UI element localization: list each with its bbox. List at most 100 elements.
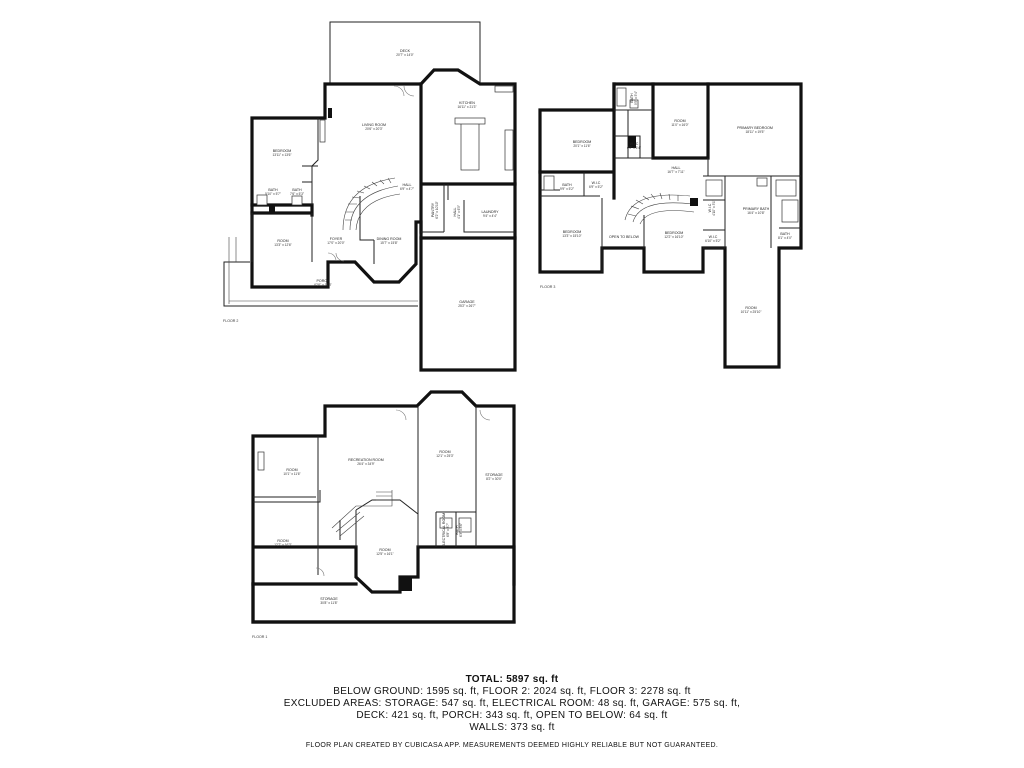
- floor-3-label: FLOOR 3: [540, 285, 555, 289]
- floor-1-plan: [251, 390, 516, 624]
- room-name: ROOM: [745, 306, 756, 310]
- room-dimensions: 4'10" x 3'1": [712, 200, 716, 216]
- floor-3-plan: [538, 82, 803, 369]
- porch-outline: [223, 261, 418, 307]
- room-name: ROOM: [286, 468, 297, 472]
- room-dimensions: 8'2" x 30'0": [486, 477, 502, 481]
- room-dimensions: 25'2" x 26'7": [458, 304, 475, 308]
- room-dimensions: 13'11" x 13'6": [272, 153, 291, 157]
- below-ground-area: BELOW GROUND: 1595 sq. ft, FLOOR 2: 2024…: [333, 686, 691, 697]
- room-dimensions: 20'6" x 20'3": [365, 127, 382, 131]
- room-dimensions: 12'7" x 16'3": [274, 543, 291, 547]
- room-dimensions: 20'1" x 11'6": [573, 144, 590, 148]
- room-label-wic-b: W.I.C6'9" x 5'2": [589, 181, 603, 189]
- room-name: ROOM: [379, 548, 390, 552]
- room-dimensions: 13'3" x 15'10": [562, 234, 581, 238]
- room-name: BATH: [455, 525, 459, 535]
- room-name: W.I.C: [630, 142, 639, 146]
- room-dimensions: 6'10" x 5'2": [705, 239, 721, 243]
- room-name: HALL: [403, 183, 412, 187]
- floor-1-label: FLOOR 1: [252, 635, 267, 639]
- room-dimensions: 6'2" x 10'10": [435, 201, 439, 218]
- room-name: FOYER: [330, 237, 343, 241]
- room-dimensions: 16'11" x 21'3": [457, 105, 476, 109]
- disclaimer-note: FLOOR PLAN CREATED BY CUBICASA APP. MEAS…: [305, 742, 719, 749]
- room-name: ROOM: [674, 119, 685, 123]
- room-name: BATH: [268, 188, 278, 192]
- room-dimensions: 10'11" x 25'10": [741, 310, 762, 314]
- walls-area: WALLS: 373 sq. ft: [469, 722, 555, 733]
- room-name: GARAGE: [459, 300, 475, 304]
- room-name: BATH: [562, 183, 572, 187]
- room-name: OPEN TO BELOW: [609, 235, 640, 239]
- room-name: BEDROOM: [273, 149, 292, 153]
- floor-2-label: FLOOR 2: [223, 319, 238, 323]
- room-dimensions: 17'0" x 20'0": [327, 241, 344, 245]
- room-name: ROOM: [439, 450, 450, 454]
- room-dimensions: 6'8" x 8'7": [446, 523, 450, 537]
- room-name: LAUNDRY: [481, 210, 499, 214]
- room-label-wic-a: W.I.C6'0" x 6'4": [627, 142, 641, 150]
- room-dimensions: 30'8" x 11'8": [320, 601, 337, 605]
- floor-2-outer-wall: [250, 68, 517, 372]
- room-dimensions: 6'0" x 6'4": [627, 146, 641, 150]
- room-dimensions: 16'4" x 10'8": [747, 211, 764, 215]
- room-dimensions: 12'2" x 16'10": [664, 235, 683, 239]
- room-name: HALL: [453, 208, 457, 217]
- room-name: DINING ROOM: [377, 237, 402, 241]
- room-name: W.I.C: [592, 181, 601, 185]
- room-name: BATH: [780, 232, 790, 236]
- room-dimensions: 18'11" x 19'5": [745, 130, 764, 134]
- room-name: STORAGE: [485, 473, 503, 477]
- room-dimensions: 15'7" x 15'8": [380, 241, 397, 245]
- room-name: ROOM: [277, 239, 288, 243]
- room-dimensions: 12'1" x 25'3": [436, 454, 453, 458]
- room-dimensions: 9'5" x 5'4": [634, 91, 638, 105]
- room-dimensions: 9'9" x 5'2": [560, 187, 574, 191]
- room-label-wic-d: W.I.C6'10" x 5'2": [705, 235, 721, 243]
- room-dimensions: 26'4" x 34'9": [357, 462, 374, 466]
- total-area: TOTAL: 5897 sq. ft: [465, 674, 559, 685]
- room-dimensions: 11'0" x 16'0": [671, 123, 688, 127]
- room-name: W.I.C: [709, 235, 718, 239]
- room-dimensions: 6'9" x 4'7": [400, 187, 414, 191]
- room-dimensions: 62'6" x 19'8": [314, 283, 331, 287]
- room-name: W.I.C: [708, 203, 712, 212]
- deck-porch-area: DECK: 421 sq. ft, PORCH: 343 sq. ft, OPE…: [356, 710, 668, 721]
- room-name: KITCHEN: [459, 101, 475, 105]
- room-name: BEDROOM: [665, 231, 684, 235]
- room-name: BEDROOM: [573, 140, 592, 144]
- floor-2-plan: [223, 21, 517, 372]
- room-name: ELECTRICAL ROOM: [442, 513, 446, 547]
- room-name: BEDROOM: [563, 230, 582, 234]
- floor-plan: FLOOR 2 FLOOR 3: [223, 21, 803, 639]
